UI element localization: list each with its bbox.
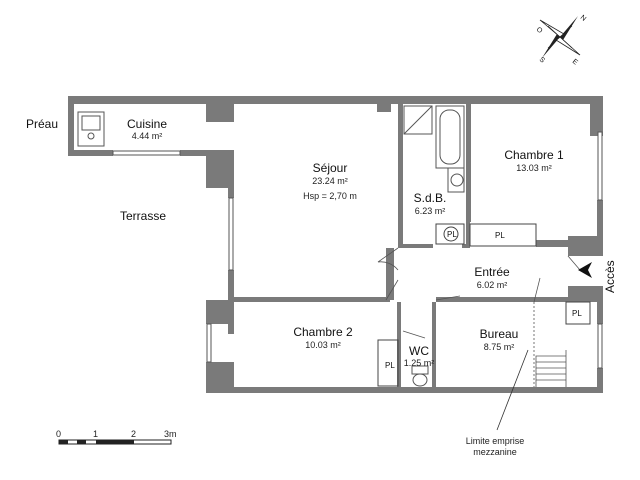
scale-tick-3: 3m	[164, 429, 177, 439]
shower	[403, 105, 433, 135]
placard-label-entree: PL	[572, 309, 582, 318]
placard-label-chambre1: PL	[495, 231, 505, 240]
room-area-chambre2: 10.03 m²	[305, 340, 341, 350]
kitchen-sink	[77, 111, 105, 147]
room-area-cuisine: 4.44 m²	[132, 131, 163, 141]
room-name-sejour: Séjour	[313, 161, 348, 175]
room-area-chambre1: 13.03 m²	[516, 163, 552, 173]
placard-label-sdb: PL	[447, 230, 457, 239]
room-name-chambre2: Chambre 2	[293, 325, 353, 339]
room-name-sdb: S.d.B.	[414, 191, 447, 205]
label-terrasse: Terrasse	[120, 209, 166, 223]
compass-label-s: S	[538, 56, 546, 65]
room-height-sejour: Hsp = 2,70 m	[303, 191, 357, 201]
door-swings	[377, 247, 581, 339]
washbasin	[447, 167, 465, 193]
room-area-wc: 1.25 m²	[404, 358, 435, 368]
scale-tick-2: 2	[131, 429, 136, 439]
placard-label-chambre2: PL	[385, 361, 395, 370]
scale-tick-0: 0	[56, 429, 61, 439]
compass-label-o: O	[535, 26, 544, 35]
scale-bar	[58, 439, 172, 445]
room-name-wc: WC	[409, 344, 429, 358]
compass-label-e: E	[571, 58, 579, 67]
stairs	[535, 350, 567, 387]
walls	[68, 96, 603, 393]
room-name-entree: Entrée	[474, 265, 510, 279]
room-area-sejour: 23.24 m²	[312, 176, 348, 186]
access-arrow	[578, 262, 592, 278]
compass-label-n: N	[579, 14, 587, 23]
room-area-sdb: 6.23 m²	[415, 206, 446, 216]
room-name-bureau: Bureau	[480, 327, 519, 341]
toilet	[411, 365, 429, 387]
label-preau: Préau	[26, 117, 58, 131]
label-acces: Accès	[603, 260, 617, 293]
note-line-1: Limite emprise	[466, 436, 525, 446]
placards	[377, 223, 591, 387]
room-name-cuisine: Cuisine	[127, 117, 167, 131]
note-line-2: mezzanine	[473, 447, 517, 457]
room-area-entree: 6.02 m²	[477, 280, 508, 290]
room-name-chambre1: Chambre 1	[504, 148, 564, 162]
note-leader-line	[496, 349, 529, 431]
bathtub	[435, 105, 465, 169]
scale-tick-1: 1	[93, 429, 98, 439]
room-area-bureau: 8.75 m²	[484, 342, 515, 352]
compass-rose: N E S O	[535, 14, 587, 67]
windows	[112, 131, 603, 369]
